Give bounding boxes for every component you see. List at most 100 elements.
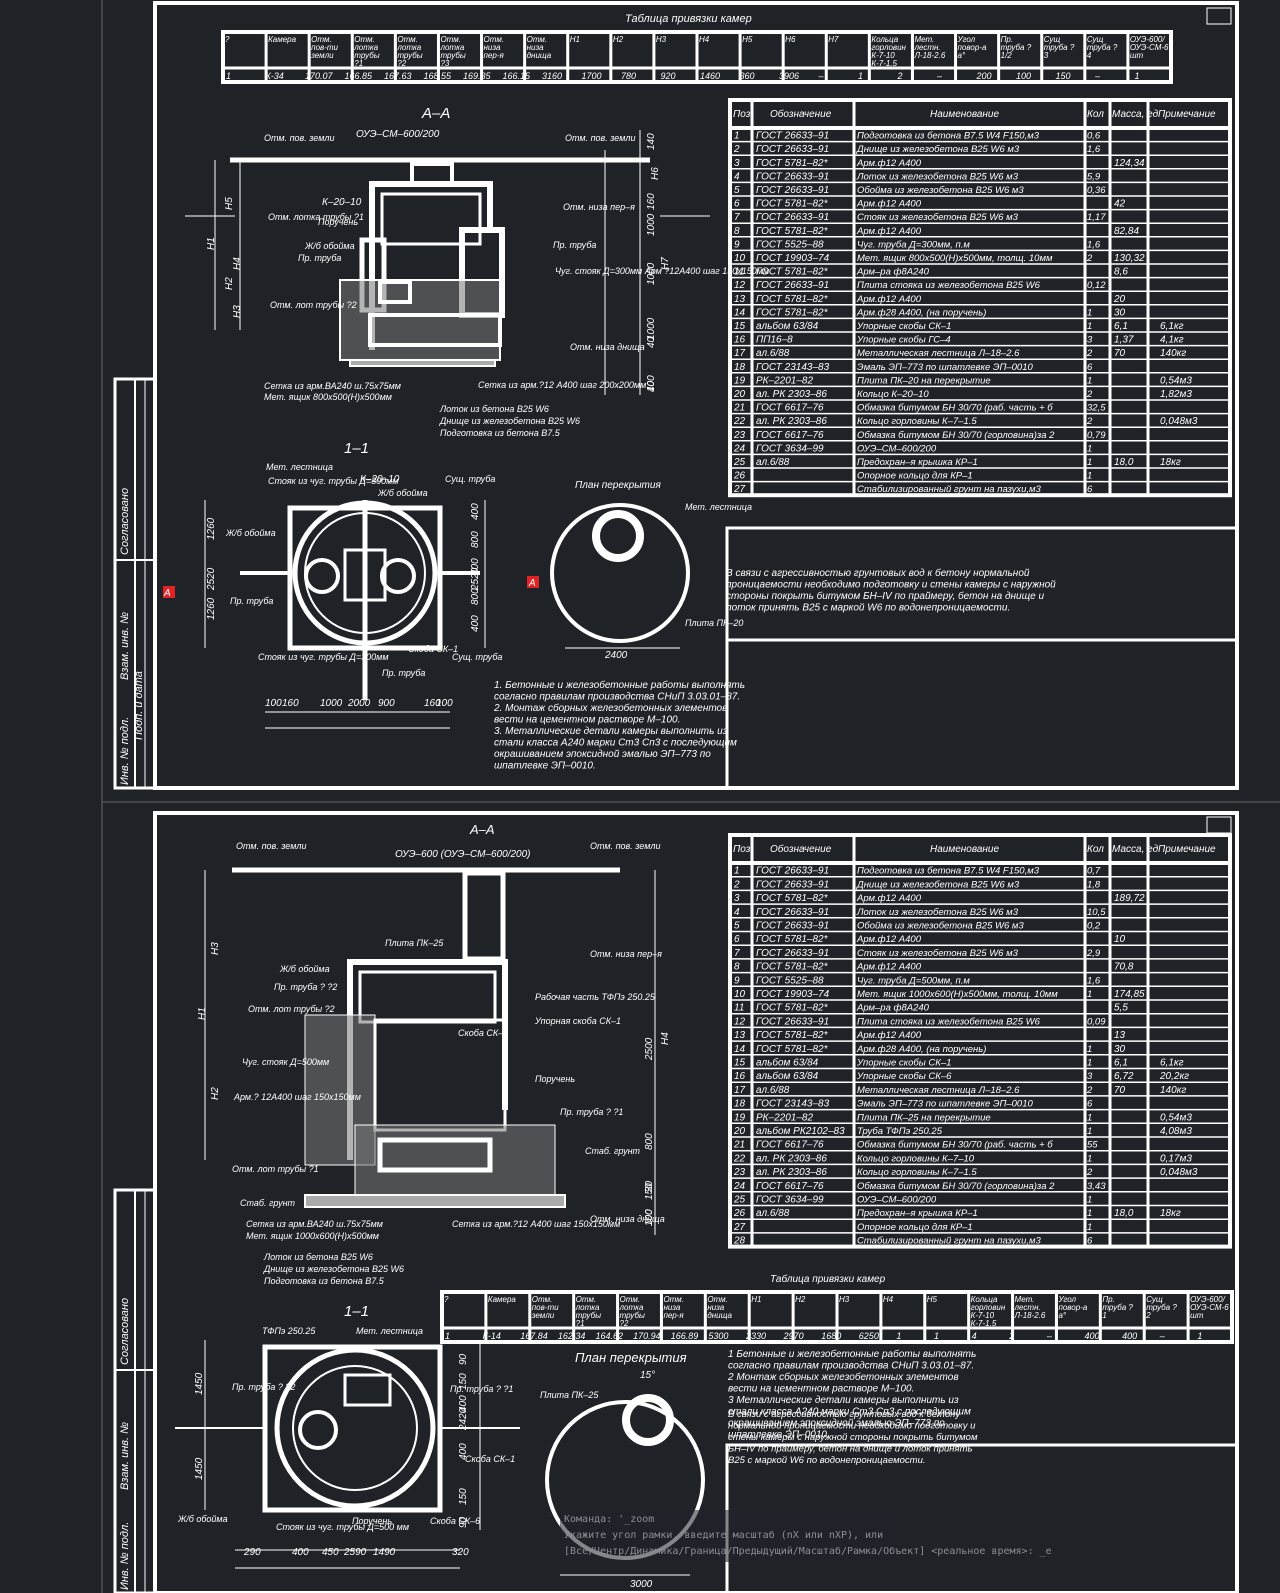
spec-qty-6: 1,17 — [1087, 212, 1106, 223]
spec-pos-22: 23 — [733, 430, 746, 441]
spec-code-3: ГОСТ 26633–91 — [756, 171, 829, 182]
bt-header-5-1: низа — [663, 1303, 680, 1312]
dim-4: 160 — [282, 698, 299, 709]
dim-2: 1000 — [646, 213, 657, 236]
bt-header-10-0: H4 — [883, 1295, 894, 1304]
bt-cell-2: 167.84 — [520, 1331, 548, 1341]
bt-header-8-0: H1 — [570, 35, 580, 44]
bt-header-3-3: ?1 — [576, 1319, 585, 1328]
spec-qty-11: 0,12 — [1087, 280, 1106, 291]
bt-cell-9: 1700 — [582, 71, 602, 81]
bt-header-6-2: днища — [707, 1311, 732, 1320]
spec-name-13: Арм.ф28 А400, (на поручень) — [856, 1044, 986, 1055]
spec-pos-25: 26 — [733, 471, 746, 482]
dim-3: 1490 — [373, 1547, 396, 1558]
bt-header-21-0: ОУЭ-600/ — [1130, 35, 1165, 44]
bt-header-12-0: Кольца — [971, 1295, 998, 1304]
spec-pos-8: 9 — [734, 975, 740, 986]
bt-cell-5: 168.55 — [424, 71, 453, 81]
spec-header-2: Наименование — [930, 109, 999, 120]
spec-qty-18: 1 — [1087, 375, 1092, 386]
label-setka1: Сетка из арм.ВА240 ш.75х75мм — [264, 381, 401, 391]
bt-cell-5: 170.94 — [633, 1331, 661, 1341]
spec-qty-9: 2 — [1086, 253, 1093, 264]
spec-header-5: Примечание — [1158, 844, 1216, 855]
spec-name-4: Обойма из железобетона В25 W6 м3 — [857, 921, 1024, 932]
spec-mass-15: 1,37 — [1114, 335, 1134, 346]
bt-cell-8: 3160 — [542, 71, 562, 81]
spec-pos-7: 8 — [734, 962, 740, 973]
spec-pos-12: 13 — [734, 294, 746, 305]
bt-header-6-0: Отм. — [484, 35, 505, 44]
side-stamp-inv-2: Инв. № подл. — [119, 1522, 131, 1590]
bt-cell-0: 1 — [226, 71, 231, 81]
spec-pos-5: 6 — [734, 934, 740, 945]
spec-qty-18: 1 — [1087, 1112, 1092, 1123]
spec-mass-7: 82,84 — [1114, 226, 1139, 237]
spec-qty-8: 1,6 — [1087, 239, 1101, 250]
notes-2: 1 Бетонные и железобетонные работы выпол… — [727, 1348, 976, 1441]
dim-2: 450 — [322, 1547, 339, 1558]
spec-code-20: ГОСТ 6617–76 — [756, 1140, 824, 1151]
spec-pos-21: 22 — [733, 1153, 746, 1164]
spec-pos-3: 4 — [734, 907, 740, 918]
spec-name-7: Арм.ф12 А400 — [856, 962, 922, 973]
label-k2010: К–20–10 — [322, 197, 362, 208]
spec-mass-7: 70,8 — [1114, 962, 1134, 973]
spec-pos-2: 3 — [734, 893, 740, 904]
dim-3: 150 — [644, 1183, 655, 1200]
spec-mass-16: 70 — [1114, 348, 1126, 359]
spec-note-14: 6,1кг — [1160, 321, 1184, 332]
bt-header-14-0: H7 — [828, 35, 839, 44]
bt-header-5-2: пер-я — [663, 1311, 684, 1320]
bt-header-5-0: Отм. — [440, 35, 461, 44]
spec-name-26: Опорное кольцо для КР–1 — [857, 1222, 973, 1233]
dim-1: 400 — [292, 1547, 309, 1558]
spec-pos-4: 5 — [734, 185, 740, 196]
spec-pos-27: 28 — [733, 1236, 746, 1247]
bt-header-9-0: H2 — [613, 35, 624, 44]
spec-code-24: ал.6/88 — [756, 457, 790, 468]
bt-cell-22: – — [1094, 71, 1101, 81]
spec-pos-4: 5 — [734, 921, 740, 932]
label-prtruba-r: Пр. труба — [553, 240, 596, 250]
bt-header-14-0: Угол — [1057, 1295, 1076, 1304]
dim-1: 1000 — [320, 698, 343, 709]
bt-header-19-1: труба ? — [1044, 43, 1075, 52]
label-prtruba-2: Пр. труба ? ?2 — [274, 982, 337, 992]
label-lotok: Лоток из бетона В25 W6 — [439, 404, 549, 414]
spec-qty-26: 1 — [1087, 1222, 1092, 1233]
spec-qty-3: 10,5 — [1087, 907, 1106, 918]
label-dnishche: Днище из железобетона В25 W6 — [439, 416, 580, 426]
bt-header-3-0: Отм. — [354, 35, 375, 44]
spec-name-24: ОУЭ–СМ–600/200 — [857, 1195, 937, 1206]
spec-name-22: Обмазка битумом БН 30/70 (горловина)за 2 — [857, 430, 1055, 441]
bt-header-18-2: 1/2 — [1001, 51, 1013, 60]
note-line-3: вести на цементном растворе М–100. — [494, 715, 680, 726]
bt-cell-17: 400 — [1085, 1331, 1100, 1341]
command-line[interactable]: Команда: '_zoom Укажите угол рамки, введ… — [560, 1510, 1052, 1562]
bt-header-3-0: Отм. — [576, 1295, 597, 1304]
spec-name-26: Стабилизированный грунт на пазухи,м3 — [857, 484, 1042, 495]
bt-header-13-0: Мет. — [1015, 1295, 1035, 1304]
bt-header-6-1: низа — [484, 43, 501, 52]
spec-pos-13: 14 — [734, 1044, 746, 1055]
spec-qty-13: 1 — [1087, 307, 1092, 318]
side-stamp-inv: Инв. № подл. — [119, 717, 131, 785]
bt-header-11-0: H4 — [699, 35, 710, 44]
label-niza-per: Отм. низа пер–я — [563, 202, 635, 212]
spec-name-6: Стояк из железобетона В25 W6 м3 — [857, 212, 1019, 223]
spec-pos-16: 17 — [734, 348, 746, 359]
bt-cell-19: – — [1159, 1331, 1166, 1341]
label-setka2-2: Сетка из арм.?12 А400 шаг 150х150мм — [452, 1219, 620, 1229]
section-aa-drawing-2 — [204, 867, 656, 1235]
spec-pos-10: 11 — [734, 1003, 744, 1014]
spec-note-14: 6,1кг — [1160, 1058, 1184, 1069]
spec-mass-5: 42 — [1114, 199, 1126, 210]
dim-3: 100 — [436, 698, 453, 709]
dim-h1: H1 — [206, 237, 217, 250]
spec-name-18: Плита ПК–25 на перекрытие — [857, 1112, 991, 1123]
dim-5: 2520 — [470, 567, 481, 591]
label-tfpe: ТФПэ 250.25 — [262, 1326, 316, 1336]
